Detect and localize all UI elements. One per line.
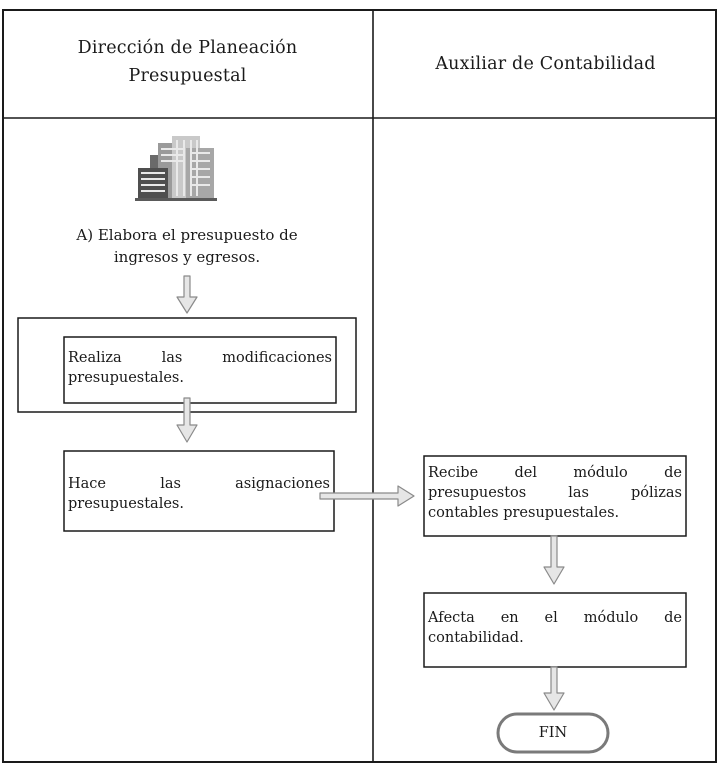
arrow-start-to-modify — [176, 275, 198, 314]
arrow-receive-to-affect — [543, 535, 565, 585]
arrow-assign-to-receive — [319, 485, 415, 507]
arrow-modify-to-assign — [176, 397, 198, 443]
affect-step-label: Afecta en el módulo de contabilidad. — [428, 610, 682, 646]
affect-step-box — [423, 592, 687, 668]
assign-step-label: Hace las asignaciones presupuestales. — [68, 476, 330, 512]
assign-step-box — [63, 450, 335, 532]
buildings-icon — [135, 136, 217, 201]
modify-step-label: Realiza las modificaciones presupuestale… — [68, 350, 332, 386]
receive-step-box — [423, 455, 687, 537]
swimlane-grid — [2, 9, 717, 763]
swimlane-outer-border — [2, 9, 717, 763]
end-label: FIN — [538, 725, 568, 741]
lane-title-planeacion: Dirección de Planeación Presupuestal — [77, 38, 298, 86]
arrow-affect-to-end — [543, 666, 565, 711]
start-step-label: A) Elabora el presupuesto de ingresos y … — [76, 226, 298, 266]
end-terminator — [496, 712, 610, 754]
receive-step-label: Recibe del módulo de presupuestos las pó… — [428, 465, 682, 521]
lane-title-contabilidad: Auxiliar de Contabilidad — [435, 54, 656, 74]
modify-step-box — [63, 336, 337, 404]
